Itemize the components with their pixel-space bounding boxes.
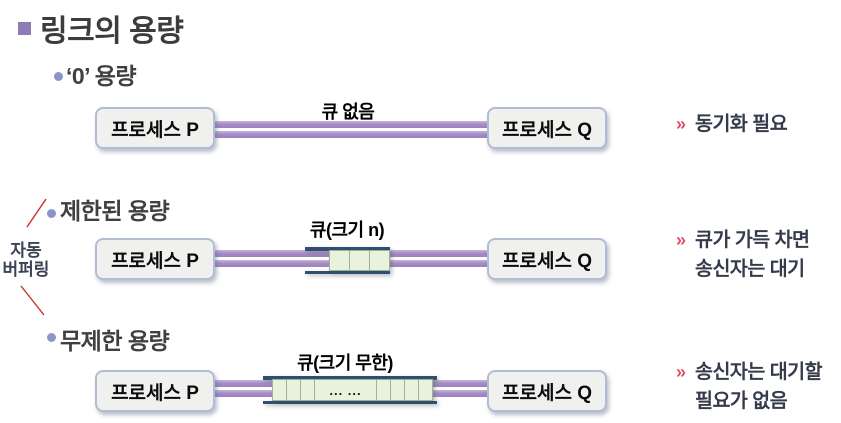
note-line: 동기화 필요 (695, 113, 788, 135)
auto-buffering-line: 버퍼링 (2, 260, 50, 279)
process-box-left: 프로세스 P (95, 238, 215, 280)
dot-bullet-icon (47, 333, 56, 342)
auto-buffering-line: 자동 (10, 241, 42, 260)
process-label: 프로세스 Q (502, 119, 592, 141)
queue-cell (404, 379, 419, 401)
process-label: 프로세스 P (111, 250, 199, 272)
process-box-right: 프로세스 Q (487, 107, 607, 149)
queue-cell (272, 379, 287, 401)
queue-label: 큐 없음 (321, 102, 375, 122)
queue-cell (300, 379, 315, 401)
queue-unbounded: ... ... (263, 376, 437, 404)
square-bullet-icon (18, 22, 31, 35)
queue-rail (305, 270, 390, 274)
queue-ellipsis: ... ... (314, 379, 377, 401)
queue-cell (286, 379, 301, 401)
process-label: 프로세스 Q (502, 382, 592, 404)
auto-buffering-label: 자동 버퍼링 (0, 241, 52, 279)
page-title: 링크의 용량 (40, 15, 184, 48)
queue-rail (305, 247, 390, 251)
note-marker: » (676, 230, 687, 250)
queue-cell (349, 250, 370, 271)
section-heading-limited: 제한된 용량 (60, 198, 170, 224)
note-marker: » (676, 362, 687, 382)
queue-rail (263, 400, 437, 404)
note-line: 송신자는 대기 (695, 258, 805, 280)
section-heading-unbounded: 무제한 용량 (60, 328, 170, 354)
queue-cell (418, 379, 433, 401)
note-marker: » (676, 114, 687, 134)
dot-bullet-icon (47, 209, 56, 218)
note-line: 필요가 없음 (695, 390, 788, 412)
process-label: 프로세스 Q (502, 250, 592, 272)
note-zero-capacity: » 동기화 필요 (676, 110, 788, 139)
process-box-right: 프로세스 Q (487, 370, 607, 412)
queue-cell (329, 250, 350, 271)
link-line (213, 121, 489, 138)
queue-label: 큐(크기 무한) (297, 353, 393, 373)
connector-line (26, 198, 47, 228)
note-line: 송신자는 대기할 (695, 361, 823, 383)
note-line: 큐가 가득 차면 (695, 229, 810, 251)
process-label: 프로세스 P (111, 119, 199, 141)
connector-line (20, 285, 45, 316)
note-unbounded-capacity: » 송신자는 대기할 필요가 없음 (676, 358, 823, 416)
queue-rail (263, 376, 437, 380)
section-heading-zero: ‘0’ 용량 (66, 63, 137, 89)
queue-cell (369, 250, 390, 271)
process-label: 프로세스 P (111, 382, 199, 404)
queue-label: 큐(크기 n) (309, 220, 385, 240)
queue-limited (305, 247, 390, 274)
process-box-left: 프로세스 P (95, 107, 215, 149)
process-box-left: 프로세스 P (95, 370, 215, 412)
queue-cell (390, 379, 405, 401)
queue-cell (376, 379, 391, 401)
note-limited-capacity: » 큐가 가득 차면 송신자는 대기 (676, 226, 810, 284)
dot-bullet-icon (54, 72, 63, 81)
process-box-right: 프로세스 Q (487, 238, 607, 280)
